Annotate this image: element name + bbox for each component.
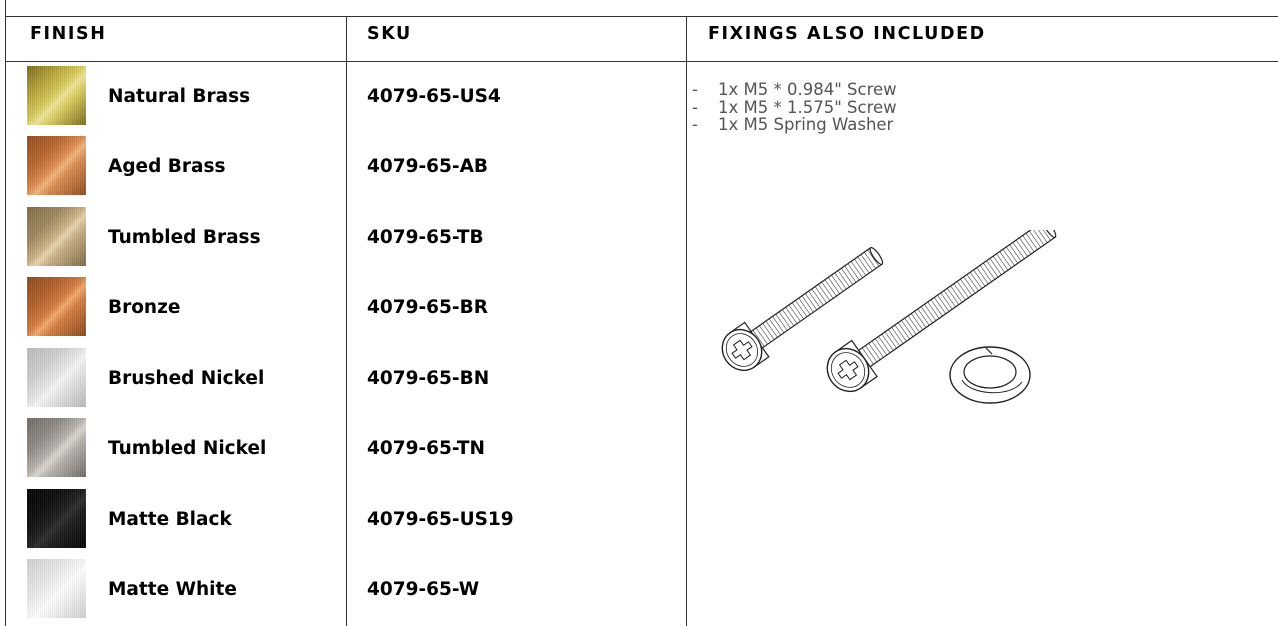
list-item: -1x M5 * 0.984" Screw [692, 80, 897, 99]
list-item: -1x M5 * 1.575" Screw [692, 97, 897, 117]
finish-name: Tumbled Brass [108, 227, 261, 248]
header-bottom-rule [6, 61, 1278, 62]
finish-swatch [27, 348, 86, 407]
fixing-text: 1x M5 * 0.984" Screw [718, 80, 897, 99]
sku-value: 4079-65-TB [367, 227, 484, 248]
table-border-left [5, 0, 6, 626]
finish-name: Brushed Nickel [108, 368, 265, 389]
column-divider-2 [686, 17, 687, 626]
sku-value: 4079-65-BR [367, 297, 488, 318]
finish-name: Matte White [108, 579, 237, 600]
finish-swatch [27, 207, 86, 266]
fixings-illustration [721, 230, 1057, 404]
finish-swatch [27, 418, 86, 477]
sku-value: 4079-65-BN [367, 368, 490, 389]
sku-value: 4079-65-TN [367, 438, 485, 459]
list-item: -1x M5 Spring Washer [692, 115, 894, 134]
finish-swatch [27, 66, 86, 125]
table-row: Brushed Nickel 4079-65-BN [0, 344, 680, 414]
finish-name: Bronze [108, 297, 181, 318]
table-row: Natural Brass 4079-65-US4 [0, 62, 680, 132]
fixing-text: 1x M5 Spring Washer [718, 115, 894, 134]
table-top-rule [6, 16, 1278, 17]
finish-name: Natural Brass [108, 86, 251, 107]
header-sku: SKU [367, 24, 412, 44]
sku-value: 4079-65-AB [367, 156, 489, 177]
sku-value: 4079-65-US19 [367, 509, 514, 530]
finish-swatch [27, 489, 86, 548]
finish-swatch [27, 136, 86, 195]
finish-name: Matte Black [108, 509, 232, 530]
finish-swatch [27, 277, 86, 336]
table-row: Matte Black 4079-65-US19 [0, 485, 680, 555]
table-row: Aged Brass 4079-65-AB [0, 132, 680, 202]
sku-value: 4079-65-US4 [367, 86, 501, 107]
table-row: Matte White 4079-65-W [0, 555, 680, 625]
spring-washer-icon [949, 346, 1031, 404]
column-divider-1 [346, 17, 347, 626]
finish-name: Tumbled Nickel [108, 438, 267, 459]
header-fixings: FIXINGS ALSO INCLUDED [708, 24, 986, 44]
table-row: Tumbled Brass 4079-65-TB [0, 203, 680, 273]
fixing-text: 1x M5 * 1.575" Screw [718, 97, 897, 117]
table-row: Tumbled Nickel 4079-65-TN [0, 414, 680, 484]
short-screw-icon [721, 246, 884, 372]
long-screw-icon [826, 230, 1057, 393]
finish-name: Aged Brass [108, 156, 226, 177]
sku-value: 4079-65-W [367, 579, 480, 600]
finish-swatch [27, 559, 86, 618]
header-finish: FINISH [30, 24, 107, 44]
fixings-list: -1x M5 * 0.984" Screw -1x M5 * 1.575" Sc… [692, 81, 897, 134]
table-row: Bronze 4079-65-BR [0, 273, 680, 343]
